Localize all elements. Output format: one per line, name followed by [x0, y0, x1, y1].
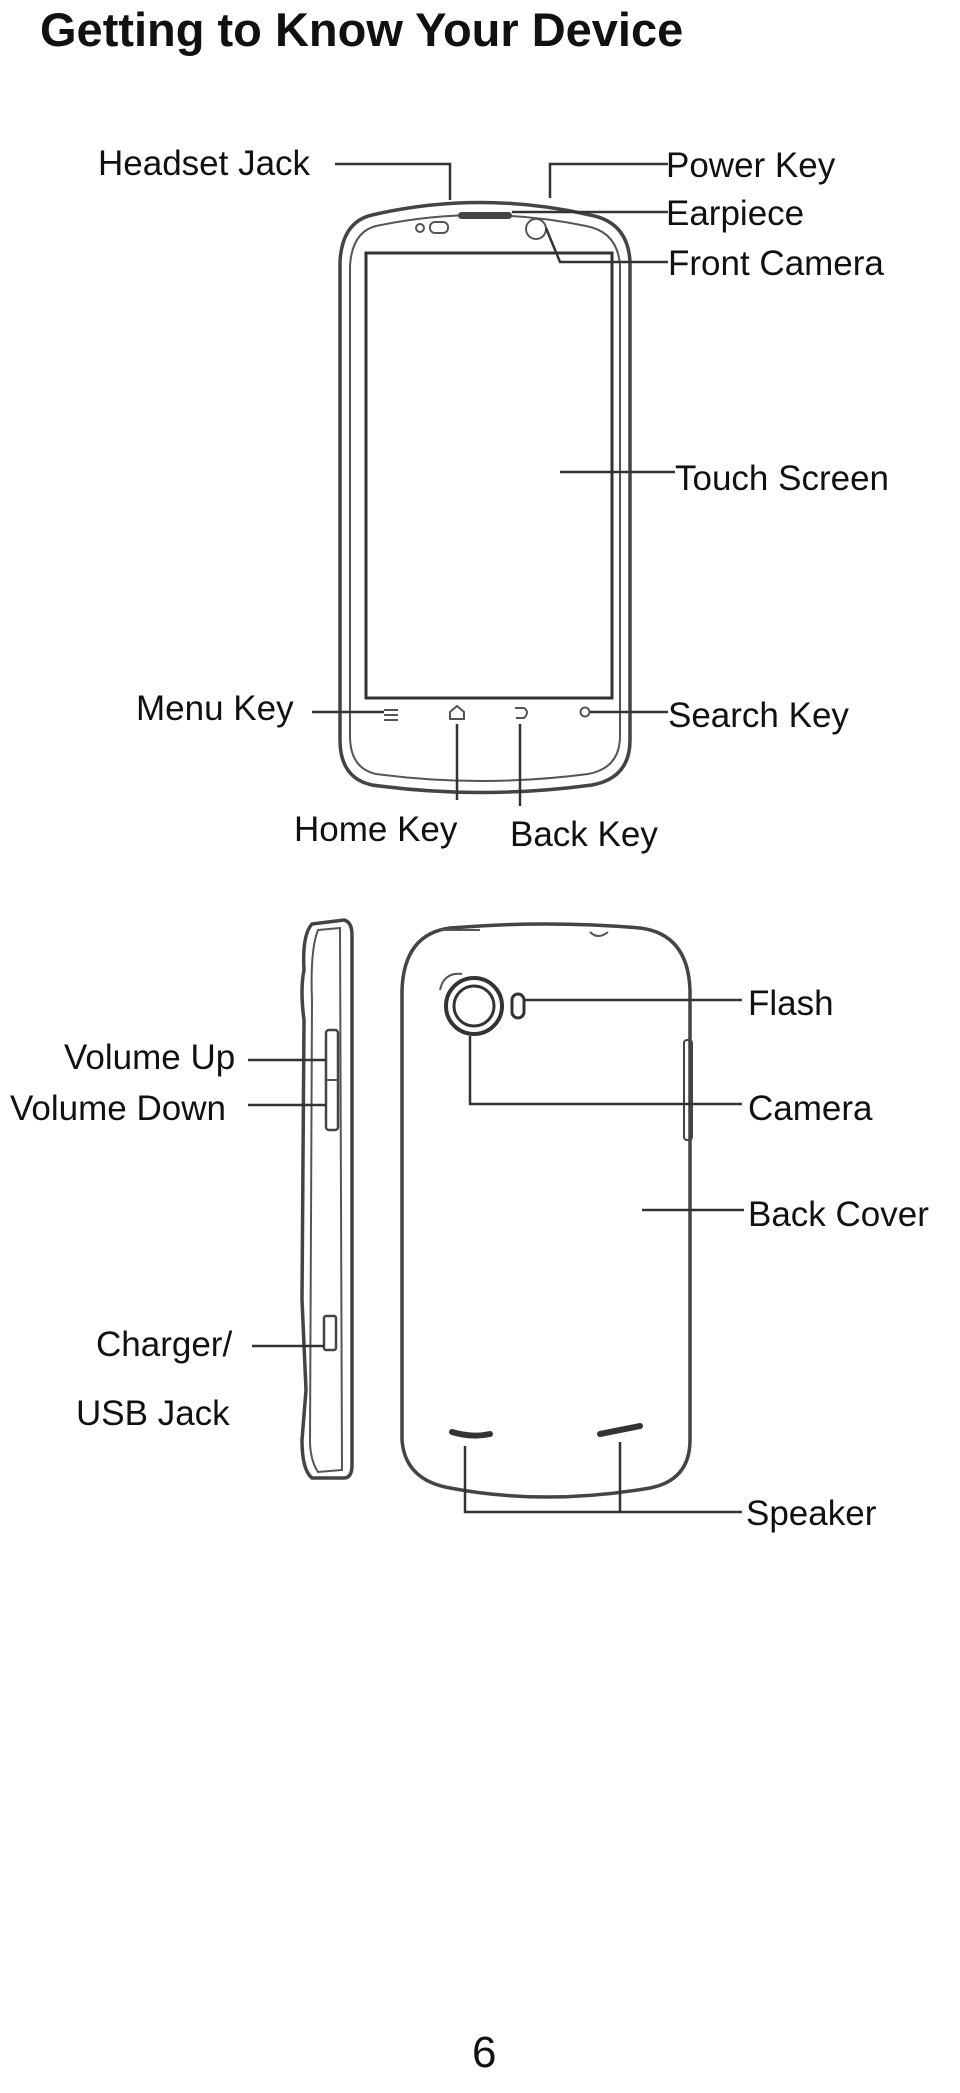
search-key-icon: [579, 706, 591, 718]
label-usb-jack: USB Jack: [76, 1394, 230, 1433]
label-volume-up: Volume Up: [64, 1038, 236, 1077]
speaker-grille-left: [449, 1429, 493, 1439]
label-headset-jack: Headset Jack: [98, 144, 311, 183]
earpiece-slot: [458, 212, 512, 219]
label-earpiece: Earpiece: [666, 194, 805, 233]
label-camera: Camera: [748, 1089, 873, 1128]
back-leader-lines: [463, 998, 744, 1514]
back-key-icon: [515, 707, 528, 719]
touch-screen-area: [364, 251, 614, 700]
home-key-icon: [449, 704, 465, 720]
flash-led: [510, 992, 526, 1020]
page-number: 6: [472, 2028, 497, 2077]
label-menu-key: Menu Key: [136, 689, 294, 728]
label-front-camera: Front Camera: [668, 244, 884, 283]
back-view-phone: [400, 922, 693, 1499]
label-flash: Flash: [748, 984, 834, 1023]
front-camera-lens: [525, 218, 547, 240]
label-back-key: Back Key: [510, 815, 658, 854]
label-home-key: Home Key: [294, 810, 458, 849]
front-leader-lines: [312, 162, 675, 806]
side-view-phone: [300, 918, 354, 1480]
label-charger: Charger/: [96, 1325, 233, 1364]
label-power-key: Power Key: [666, 146, 836, 185]
side-leader-lines: [248, 1058, 326, 1348]
page-title: Getting to Know Your Device: [40, 3, 684, 56]
label-search-key: Search Key: [668, 696, 849, 735]
speaker-grille-right: [597, 1423, 643, 1437]
menu-key-icon: [384, 709, 398, 721]
camera-lens: [444, 976, 504, 1036]
front-view-phone: [338, 164, 632, 795]
label-speaker: Speaker: [746, 1494, 877, 1533]
label-back-cover: Back Cover: [748, 1195, 929, 1234]
usb-jack-port: [322, 1314, 338, 1352]
label-volume-down: Volume Down: [10, 1089, 226, 1128]
label-touch-screen: Touch Screen: [675, 459, 890, 498]
